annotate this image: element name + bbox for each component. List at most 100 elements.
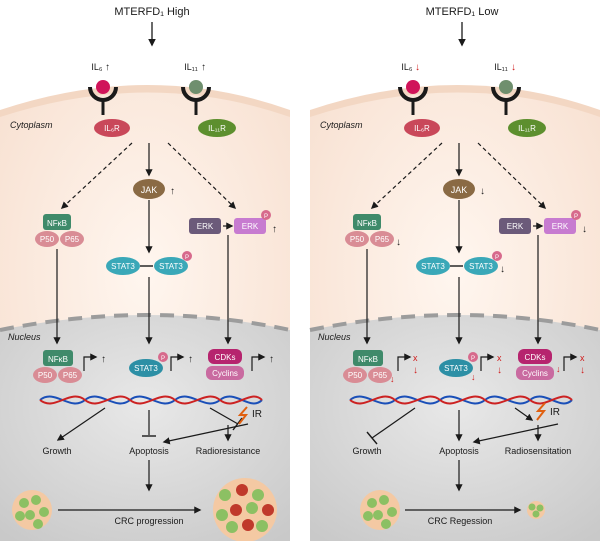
up-arrow-icon: ↑ xyxy=(269,354,274,365)
stat3-node xyxy=(106,257,140,275)
down-arrow-icon: ↓ xyxy=(582,224,587,235)
svg-text:P65: P65 xyxy=(375,235,390,244)
down-arrow-icon: ↓ xyxy=(580,365,585,376)
tumor-cluster-icon xyxy=(213,478,277,541)
stat3-node xyxy=(416,257,450,275)
phospho-icon xyxy=(182,251,192,261)
jak-node xyxy=(443,179,475,199)
il6-label: IL₆ xyxy=(401,62,413,72)
svg-text:CDKs: CDKs xyxy=(525,353,546,362)
down-arrow-icon: ↓ xyxy=(390,374,395,384)
svg-text:P: P xyxy=(471,356,475,362)
p65-node xyxy=(60,231,84,247)
svg-text:P50: P50 xyxy=(350,235,365,244)
cdk-node xyxy=(208,349,242,364)
radio-label: Radiosensitation xyxy=(505,446,572,456)
up-arrow-icon: ↑ xyxy=(201,62,206,73)
transcription-arrow-icon xyxy=(170,353,185,371)
cdk-node xyxy=(518,349,552,364)
il6-ligand-icon xyxy=(406,80,420,94)
svg-text:NFκB: NFκB xyxy=(357,219,377,228)
svg-text:P65: P65 xyxy=(63,371,78,380)
stat3-node xyxy=(464,257,498,275)
condition-label: MTERFD₁ Low xyxy=(426,6,499,18)
jak-label: JAK xyxy=(141,185,158,195)
lightning-icon xyxy=(237,406,249,425)
p65-node xyxy=(370,231,394,247)
svg-text:Cyclins: Cyclins xyxy=(522,369,548,378)
erk-node xyxy=(499,218,531,234)
il6r-label: IL₆R xyxy=(104,124,120,133)
phospho-icon xyxy=(492,251,502,261)
svg-text:CDKs: CDKs xyxy=(215,353,236,362)
p50-node xyxy=(33,367,57,383)
svg-text:P: P xyxy=(161,356,165,362)
condition-label: MTERFD₁ High xyxy=(114,6,189,18)
outcome-label: CRC Regession xyxy=(428,516,493,526)
tumor-cluster-icon xyxy=(12,490,52,530)
il6-receptor: IL₆ ↓ xyxy=(398,62,428,115)
phospho-icon xyxy=(158,352,168,362)
svg-text:P: P xyxy=(264,214,268,220)
transcription-arrow-icon xyxy=(83,353,98,371)
nfkb-label: NFκB xyxy=(47,219,67,228)
cyclins-node xyxy=(206,366,244,380)
nfkb-node xyxy=(43,214,71,230)
svg-text:ERK: ERK xyxy=(552,222,569,231)
phospho-icon xyxy=(261,210,271,220)
svg-text:P50: P50 xyxy=(348,371,363,380)
tumor-cluster-icon xyxy=(527,501,545,519)
nfkb-node xyxy=(353,214,381,230)
ir-label: IR xyxy=(252,409,262,420)
down-arrow-icon: ↓ xyxy=(497,365,502,376)
nfkb-node xyxy=(43,350,73,366)
erk-phospho-node xyxy=(234,218,266,234)
transcription-arrow-icon xyxy=(480,353,495,371)
phospho-icon xyxy=(468,352,478,362)
p65-node xyxy=(58,367,82,383)
apoptosis-label: Apoptosis xyxy=(439,446,479,456)
cyclins-node xyxy=(516,366,554,380)
il11-ligand-icon xyxy=(499,80,513,94)
svg-text:JAK: JAK xyxy=(451,185,468,195)
nuclear-envelope xyxy=(309,313,600,332)
transcription-arrow-icon xyxy=(397,353,412,371)
il6-label: IL₆ xyxy=(91,62,103,72)
down-arrow-icon: ↓ xyxy=(415,62,420,73)
svg-text:NFκB: NFκB xyxy=(48,355,68,364)
p50-node xyxy=(343,367,367,383)
svg-text:P: P xyxy=(185,255,189,261)
down-arrow-icon: ↓ xyxy=(556,364,561,374)
il11-label: IL₁₁ xyxy=(494,62,508,72)
svg-text:P65: P65 xyxy=(373,371,388,380)
x-mark-icon: x xyxy=(497,353,502,363)
il11-label: IL₁₁ xyxy=(184,62,198,72)
erk-phospho-node xyxy=(544,218,576,234)
stat3-label: STAT3 xyxy=(111,262,135,271)
il6r-node xyxy=(94,119,130,137)
dna-icon xyxy=(349,395,573,405)
up-arrow-icon: ↑ xyxy=(105,62,110,73)
down-arrow-icon: ↓ xyxy=(500,264,505,275)
il11-ligand-icon xyxy=(189,80,203,94)
il6r-node xyxy=(404,119,440,137)
jak-node xyxy=(133,179,165,199)
erk-p-label: ERK xyxy=(242,222,259,231)
p50-node xyxy=(345,231,369,247)
x-mark-icon: x xyxy=(413,353,418,363)
svg-text:IL₁₁R: IL₁₁R xyxy=(518,124,536,133)
svg-text:NFκB: NFκB xyxy=(358,355,378,364)
svg-text:STAT3: STAT3 xyxy=(444,364,468,373)
il6-ligand-icon xyxy=(96,80,110,94)
x-mark-icon: x xyxy=(580,353,585,363)
apoptosis-label: Apoptosis xyxy=(129,446,169,456)
growth-label: Growth xyxy=(352,446,381,456)
erk-node xyxy=(189,218,221,234)
transcription-arrow-icon xyxy=(251,353,266,371)
erk-label: ERK xyxy=(197,222,214,231)
cytoplasm-label: Cytoplasm xyxy=(10,120,53,130)
stat3-node xyxy=(129,359,163,377)
down-arrow-icon: ↓ xyxy=(413,365,418,376)
p65-node xyxy=(368,367,392,383)
